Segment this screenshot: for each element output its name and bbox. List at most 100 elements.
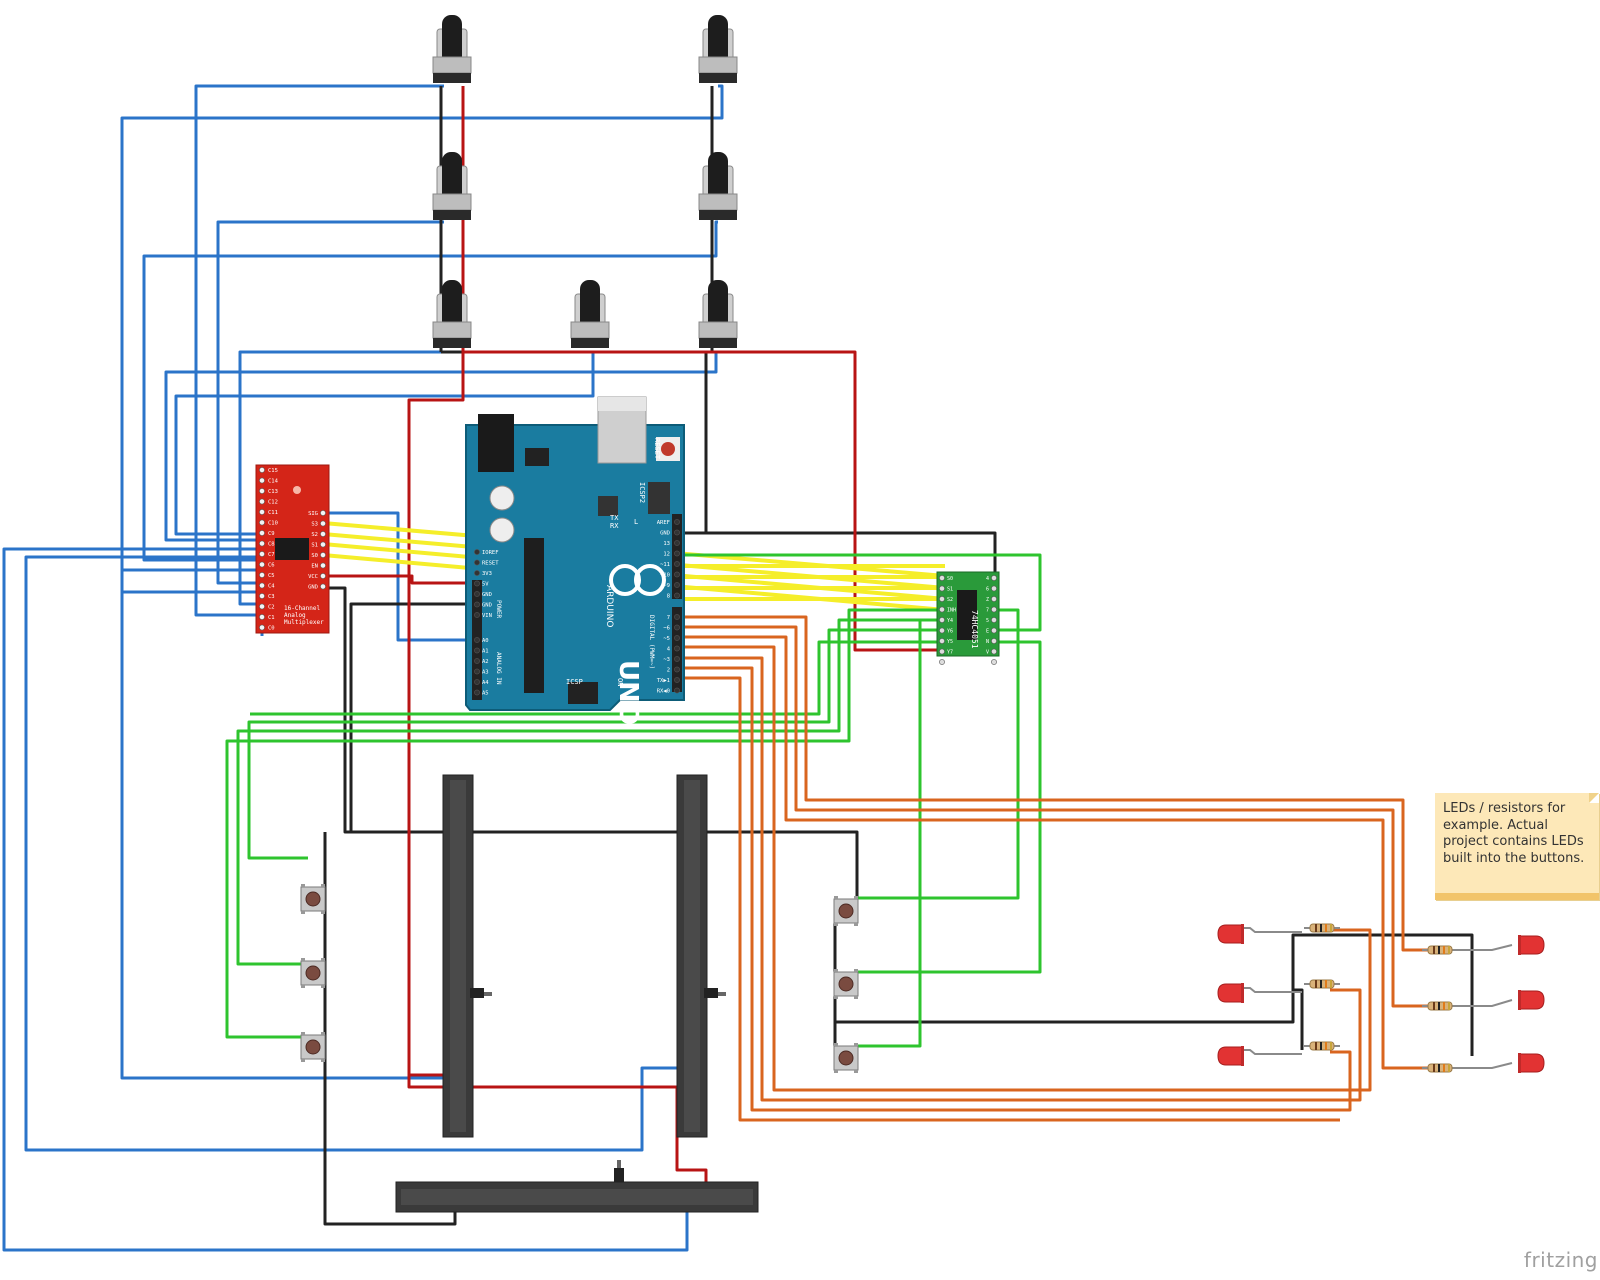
digital-pin-label: 13: [663, 541, 670, 547]
digital-pin: [674, 529, 680, 536]
digital-pin-label: ~6: [663, 626, 670, 632]
resistors: [1303, 923, 1459, 1073]
digital-pin: [674, 656, 680, 662]
digital-pin-label: ~5: [663, 636, 670, 642]
ic-pin: [939, 606, 945, 613]
digital-pin: [674, 561, 680, 567]
ic-pin-label: E: [986, 629, 989, 635]
mux-channel-label: C2: [268, 605, 275, 611]
mux-channel-label: C7: [268, 552, 275, 558]
mux-control-pin: [320, 562, 326, 569]
digital-pin: [674, 624, 680, 631]
power-pin-label: VIN: [482, 613, 492, 619]
mux-channel-label: C8: [268, 542, 275, 548]
mux-channel-label: C10: [268, 521, 278, 527]
mux-control-label: S2: [311, 532, 318, 538]
potentiometer-6: [570, 279, 610, 349]
power-pin: [474, 601, 480, 608]
vertical-slider-right: [676, 774, 726, 1138]
note-fold: [1589, 793, 1599, 803]
ic-pin: [991, 627, 997, 634]
reset-label: RESET: [653, 438, 661, 460]
digital-pin-label: AREF: [657, 520, 670, 526]
resistor-4: [1421, 945, 1459, 955]
mux-channel-pin: [259, 551, 265, 557]
ic-pin: [939, 596, 945, 602]
ic-pin-label: Z: [947, 660, 950, 666]
power-pin: [474, 580, 480, 587]
digital-pin-label: 2: [667, 668, 670, 674]
mux-control-label: S0: [311, 553, 318, 559]
slide-potentiometers: [395, 774, 759, 1213]
power-pin: [474, 591, 480, 597]
ic-pin: [939, 648, 945, 655]
green-wires: [225, 553, 1042, 1048]
ic-pin: [939, 627, 945, 634]
note-bar: [1435, 893, 1599, 900]
ic-pin: [991, 575, 997, 581]
mux-control-label: SIG: [308, 511, 318, 517]
mux-control-pin: [320, 583, 326, 590]
arduino-pin-labels: IOREFRESET3V35VGNDGNDVINA0A1A2A3A4A5AREF…: [474, 519, 680, 697]
mux-channel-label: C1: [268, 615, 275, 621]
mux-control-pin: [320, 541, 326, 548]
mux-channel-pin: [259, 572, 265, 578]
mux-channel-label: C0: [268, 626, 275, 632]
ic-label: 74HC4051: [970, 610, 979, 649]
digital-pin: [674, 645, 680, 652]
digital-pin: [674, 687, 680, 694]
digital-pin-label: ~9: [663, 583, 670, 589]
mux-control-pin: [320, 573, 326, 579]
ic-pin-label: Y6: [947, 629, 953, 635]
mux-channel-pin: [259, 582, 265, 589]
push-button-3: [300, 1031, 326, 1063]
led-5: [1517, 989, 1545, 1011]
mux-channel-label: C5: [268, 573, 275, 579]
push-button-6: [833, 1042, 859, 1074]
led-3: [1217, 1045, 1245, 1067]
power-pin-label: RESET: [482, 561, 499, 567]
ic-pin-label: S2: [947, 597, 953, 603]
digital-pin-label: TX▶1: [657, 678, 670, 684]
ic-pin-label: V: [986, 660, 989, 666]
mux-control-pin: [320, 510, 326, 516]
mux-channel-pin: [259, 467, 265, 473]
mux-channel-label: C15: [268, 468, 278, 474]
mux-channel-pin: [259, 540, 265, 547]
digital-pin-label: 4: [667, 647, 671, 653]
red-wires: [323, 86, 940, 1210]
mux-channel-pin: [259, 509, 265, 515]
arduino-brand-label: ARDUINO: [604, 585, 614, 627]
potentiometer-7: [698, 279, 738, 349]
power-pin: [474, 612, 480, 618]
power-pin-label: GND: [482, 603, 492, 609]
mux-control-pin: [320, 520, 326, 527]
mux-channel-pin: [259, 477, 265, 484]
ic-pin-label: S1: [947, 587, 953, 593]
power-pin-label: GND: [482, 592, 492, 598]
resistor-2: [1303, 979, 1341, 989]
mux-channel-pin: [259, 561, 265, 568]
analog-in-label: ANALOG IN: [495, 652, 502, 685]
ic-pin-label: Y5: [947, 639, 953, 645]
mux-control-pin: [320, 552, 326, 558]
ic-pin-label: Y7: [947, 650, 953, 656]
digital-pin: [674, 540, 680, 546]
potentiometer-3: [432, 151, 472, 221]
arduino-uno-board: UNO ARDUINO RESET ICSP2 ICSP ON TX RX L …: [465, 396, 685, 725]
ic-pin: [939, 575, 945, 581]
analog-pin-label: A1: [482, 649, 489, 655]
push-button-4: [833, 895, 859, 927]
digital-pin: [674, 677, 680, 683]
resistor-5: [1421, 1001, 1459, 1011]
digital-pin: [674, 571, 680, 578]
led-4: [1517, 934, 1545, 956]
mux-channel-label: C13: [268, 489, 278, 495]
mux-channel-label: C6: [268, 563, 275, 569]
ic-pin-label: S0: [947, 576, 953, 582]
mux-channel-pin: [259, 519, 265, 526]
